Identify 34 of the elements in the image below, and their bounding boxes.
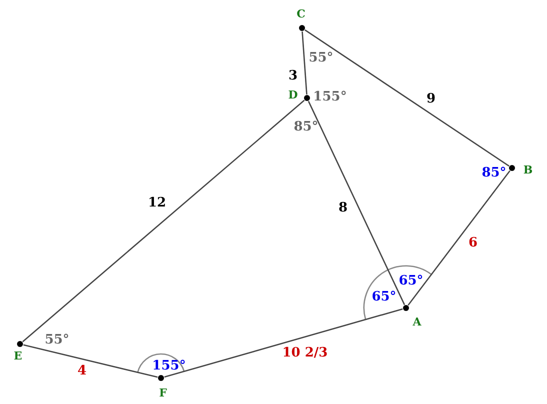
point-dot — [17, 341, 23, 347]
point-dot — [403, 305, 409, 311]
segment-length: 6 — [468, 236, 478, 250]
angle-label: 55° — [44, 334, 70, 346]
segment-length: 9 — [426, 92, 436, 106]
line-segment — [22, 100, 305, 342]
line-segment — [302, 31, 308, 95]
segment-length: 8 — [338, 202, 348, 214]
segment-length: 12 — [148, 196, 166, 210]
angle-label: 155° — [152, 360, 186, 372]
vertex-label: D — [288, 88, 298, 102]
segment-length: 10 2/3 — [282, 346, 328, 360]
vertex-label: A — [412, 316, 422, 328]
line-segment — [308, 100, 406, 306]
angle-label: 65° — [372, 290, 396, 304]
point-dot — [304, 95, 310, 101]
line-segment — [164, 308, 403, 378]
point-dot — [299, 25, 305, 31]
angle-label: 155° — [313, 90, 347, 104]
segment-length: 4 — [77, 364, 87, 378]
segment-length: 3 — [288, 70, 298, 82]
vertex-label: B — [523, 164, 533, 176]
angle-label: 55° — [308, 52, 334, 64]
vertex-label: F — [159, 386, 167, 400]
line-segment — [23, 344, 158, 378]
vertex-label: E — [14, 350, 22, 362]
line-segment — [304, 29, 510, 167]
angle-label: 85° — [482, 166, 506, 180]
point-dot — [158, 375, 164, 381]
line-segment — [408, 170, 510, 306]
angle-label: 85° — [294, 120, 318, 134]
angle-label: 65° — [398, 274, 424, 288]
point-dot — [509, 165, 515, 171]
vertex-label: C — [296, 8, 306, 20]
